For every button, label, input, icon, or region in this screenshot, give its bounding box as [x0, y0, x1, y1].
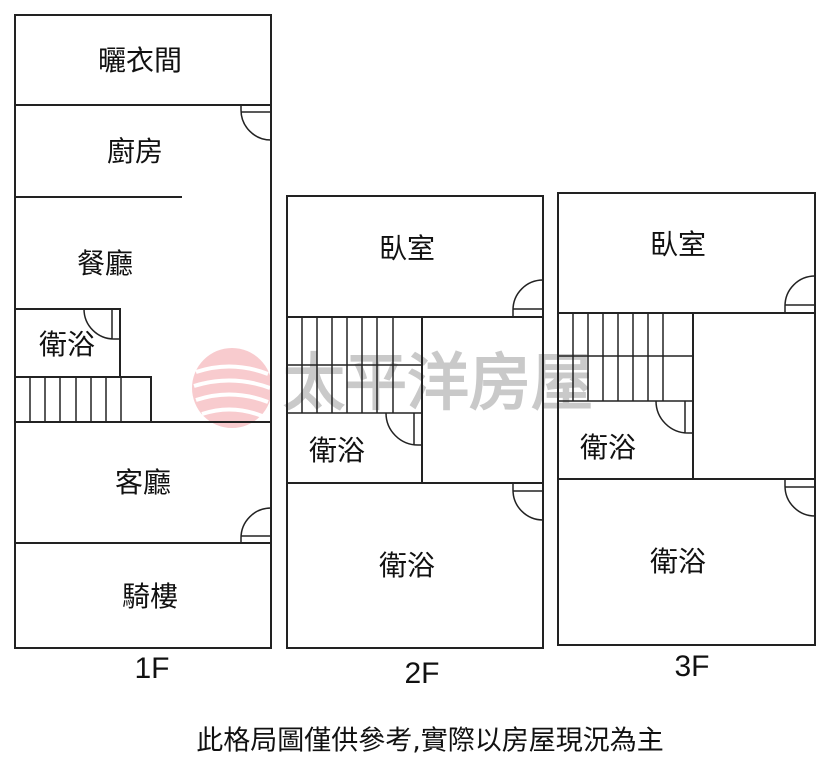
door-icon	[784, 275, 816, 313]
door-icon	[512, 483, 544, 521]
stairs	[558, 313, 693, 402]
door-icon	[240, 105, 272, 141]
door-icon	[240, 507, 272, 543]
floor-label: 1F	[134, 652, 169, 685]
floor-label: 3F	[674, 650, 709, 683]
floor-3f: 臥室 衛浴 衛浴 3F	[557, 192, 816, 683]
disclaimer-caption: 此格局圖僅供參考,實際以房屋現況為主	[196, 726, 664, 757]
door-icon	[784, 479, 816, 517]
room-label: 客廳	[115, 466, 171, 499]
floor-label: 2F	[404, 657, 439, 690]
room-label: 臥室	[650, 228, 706, 261]
room-label: 餐廳	[77, 247, 133, 280]
door-icon	[655, 400, 693, 434]
room-label: 衛浴	[580, 431, 636, 464]
room-label: 騎樓	[122, 580, 178, 613]
stairs	[29, 377, 122, 422]
room-label: 廚房	[107, 135, 163, 168]
stairs	[287, 317, 422, 414]
room-label: 衛浴	[39, 328, 95, 361]
room-label: 臥室	[379, 232, 435, 265]
room-label: 衛浴	[650, 545, 706, 578]
door-icon	[83, 308, 120, 340]
floor-1f: 曬衣間 廚房 餐廳 衛浴 客廳 騎樓 1F	[14, 14, 272, 685]
watermark-text: 太平洋房屋	[283, 346, 593, 419]
door-icon	[385, 412, 422, 446]
room-label: 衛浴	[309, 434, 365, 467]
room-label: 衛浴	[379, 549, 435, 582]
room-label: 曬衣間	[98, 44, 182, 77]
door-icon	[512, 279, 544, 317]
floor-2f: 臥室 衛浴 衛浴 2F	[286, 195, 544, 690]
watermark: 太平洋房屋	[192, 346, 593, 428]
watermark-logo-icon	[192, 348, 272, 428]
